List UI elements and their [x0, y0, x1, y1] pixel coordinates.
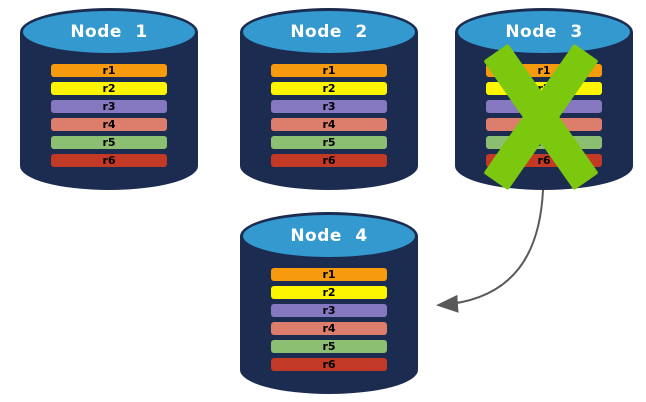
node-2-cylinder-top: Node 2: [240, 8, 418, 56]
node-3-label: Node 3: [505, 22, 583, 42]
failover-arrow-path: [436, 189, 544, 313]
replica-row-r5: r5: [271, 340, 387, 353]
replica-row-r6: r6: [271, 358, 387, 371]
node-4-replica-rows: r1 r2 r3 r4 r5 r6: [271, 268, 387, 376]
replica-row-r2: r2: [51, 82, 167, 95]
failure-x-icon: [483, 43, 599, 191]
node-4-label: Node 4: [290, 226, 368, 246]
node-2-cylinder: Node 2 r1 r2 r3 r4 r5 r6: [240, 8, 418, 190]
node-4-cylinder-top: Node 4: [240, 212, 418, 260]
node-1-cylinder-top: Node 1: [20, 8, 198, 56]
replica-row-r2: r2: [271, 286, 387, 299]
replica-row-r1: r1: [51, 64, 167, 77]
replica-row-r5: r5: [51, 136, 167, 149]
replica-row-r3: r3: [51, 100, 167, 113]
replica-row-r6: r6: [271, 154, 387, 167]
node-2-label: Node 2: [290, 22, 368, 42]
replica-row-r3: r3: [271, 304, 387, 317]
replica-row-r4: r4: [271, 118, 387, 131]
replica-row-r1: r1: [271, 64, 387, 77]
replica-row-r2: r2: [271, 82, 387, 95]
node-3-cylinder-top: Node 3: [455, 8, 633, 56]
replica-row-r3: r3: [271, 100, 387, 113]
replica-row-r4: r4: [51, 118, 167, 131]
node-4-cylinder: Node 4 r1 r2 r3 r4 r5 r6: [240, 212, 418, 394]
replica-row-r1: r1: [271, 268, 387, 281]
node-1-cylinder: Node 1 r1 r2 r3 r4 r5 r6: [20, 8, 198, 190]
node-2-replica-rows: r1 r2 r3 r4 r5 r6: [271, 64, 387, 172]
replica-row-r6: r6: [51, 154, 167, 167]
node-1-label: Node 1: [70, 22, 148, 42]
replica-row-r5: r5: [271, 136, 387, 149]
node-1-replica-rows: r1 r2 r3 r4 r5 r6: [51, 64, 167, 172]
replica-row-r4: r4: [271, 322, 387, 335]
